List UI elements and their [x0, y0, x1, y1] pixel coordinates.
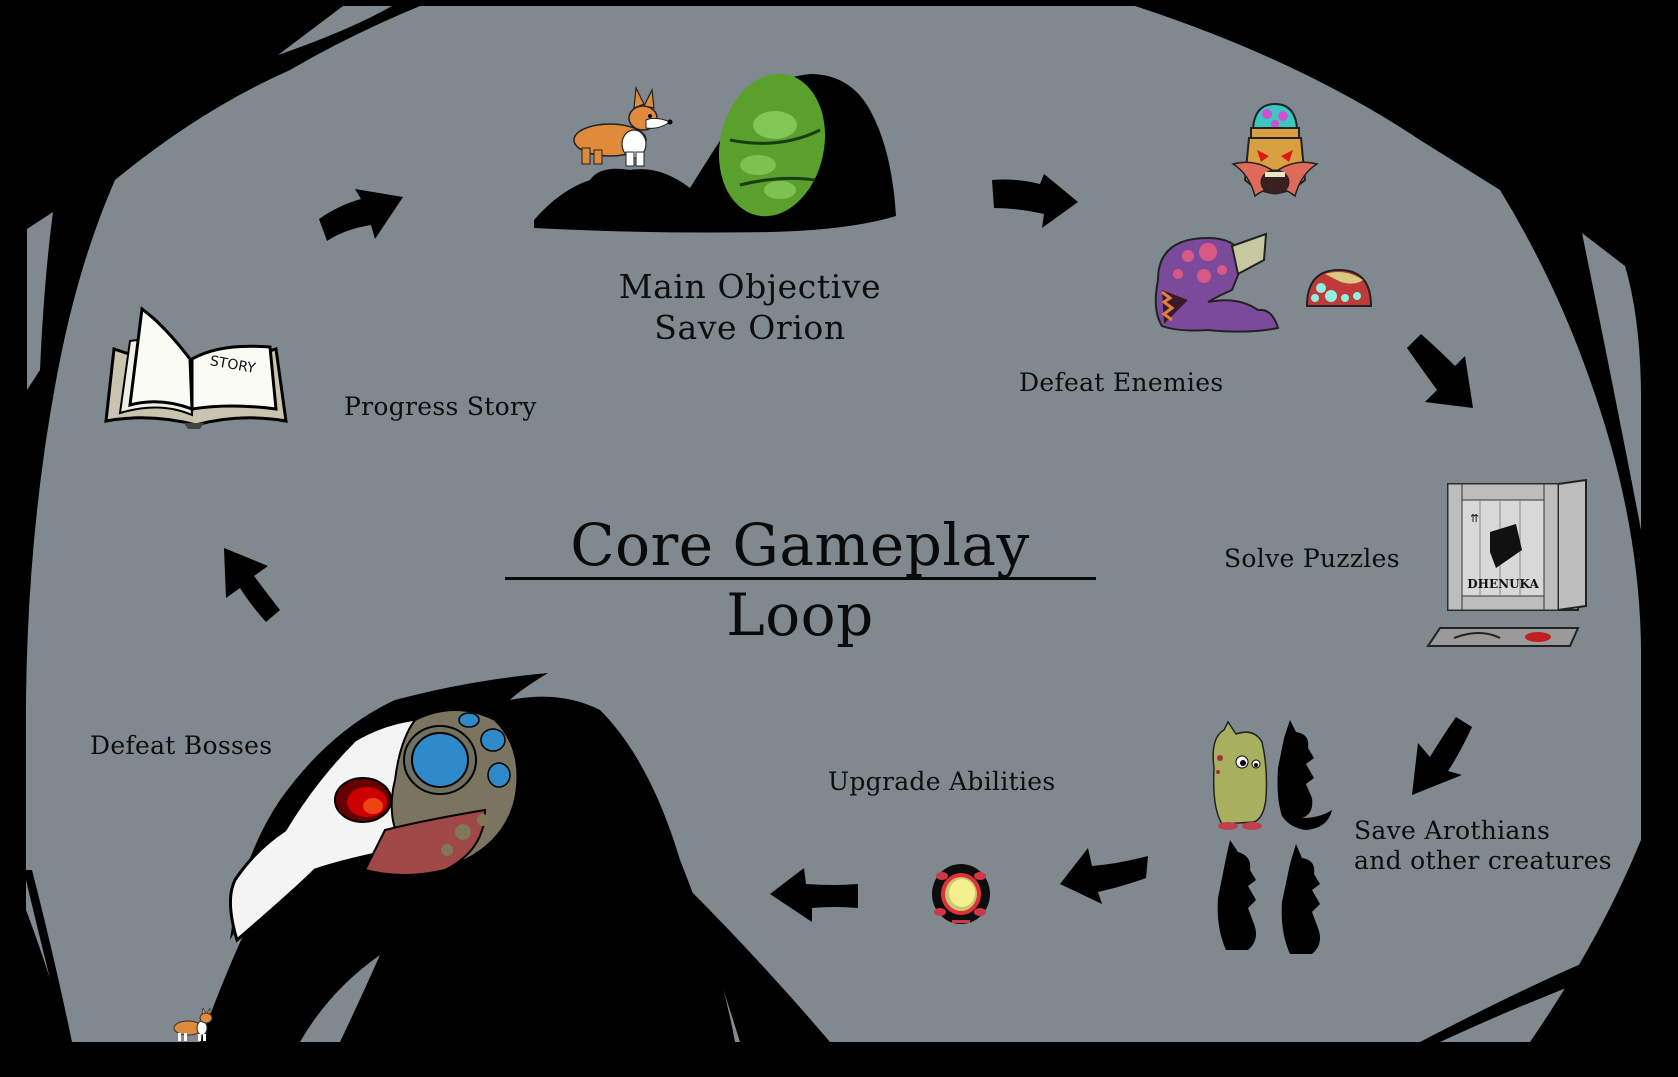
- helmet-monster-icon: [1231, 102, 1319, 198]
- crate-puzzle-icon: ⇈ DHENUKA: [1426, 478, 1587, 647]
- label-upgrade-abilities: Upgrade Abilities: [828, 767, 1056, 796]
- arrow-icon-left-down: [1060, 848, 1148, 904]
- arrow-icon-down-right: [1407, 334, 1473, 408]
- arrow-icon-right: [992, 174, 1078, 228]
- label-main-objective: Main Objective: [618, 267, 882, 306]
- label-save-arothians: Save Arothians: [1354, 816, 1551, 845]
- upgrade-orb-icon: [932, 864, 990, 924]
- arrow-icon-left: [770, 868, 858, 922]
- title-underline: [505, 577, 1096, 580]
- diagram-title: Core Gameplay Loop: [570, 511, 1030, 649]
- label-and-other-creatures: and other creatures: [1354, 846, 1612, 875]
- corgi-and-orb-illustration: [534, 73, 896, 233]
- story-book-icon: STORY: [104, 306, 288, 429]
- blob-monster-icon: [1305, 268, 1373, 307]
- tiny-corgi-icon: [173, 1008, 213, 1041]
- arrow-icon-up-right: [319, 189, 403, 241]
- plague-bird-boss-icon: [229, 709, 519, 943]
- arrow-icon-up-left: [224, 548, 280, 622]
- label-progress-story: Progress Story: [344, 392, 537, 421]
- label-save-orion: Save Orion: [654, 308, 846, 347]
- purple-worm-monster-icon: [1154, 232, 1280, 333]
- label-solve-puzzles: Solve Puzzles: [1224, 544, 1400, 573]
- arrow-icon-down-left: [1412, 717, 1472, 795]
- svg-text:⇈: ⇈: [1470, 512, 1479, 525]
- label-defeat-bosses: Defeat Bosses: [90, 731, 273, 760]
- arothian-creatures-icon: [1212, 720, 1332, 954]
- label-defeat-enemies: Defeat Enemies: [1019, 368, 1224, 397]
- crate-label: DHENUKA: [1467, 577, 1539, 591]
- book-story-text: STORY: [209, 353, 257, 377]
